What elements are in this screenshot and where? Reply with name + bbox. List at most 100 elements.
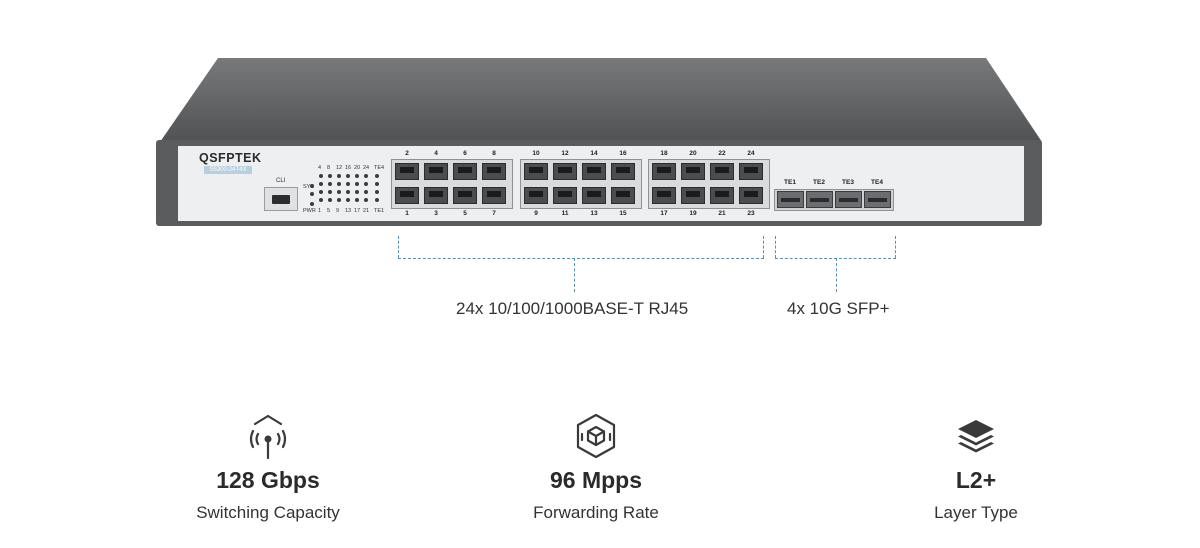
port-number-top: 20 — [689, 150, 697, 157]
port-number-bottom: 7 — [492, 210, 496, 217]
port-number-top: 10 — [532, 150, 540, 157]
rj45-port — [681, 187, 705, 204]
stat-forwarding-rate: 96 Mpps Forwarding Rate — [446, 410, 746, 530]
sfp-port — [777, 191, 804, 208]
rj45-port — [482, 187, 506, 204]
status-led — [355, 182, 359, 186]
led-label-bottom: 17 — [354, 208, 361, 214]
rj45-bracket-left — [398, 236, 399, 258]
status-led — [375, 198, 379, 202]
sfp-bracket-stem — [836, 258, 837, 292]
rj45-port — [453, 163, 477, 180]
stat-switching-capacity: 128 Gbps Switching Capacity — [118, 410, 418, 530]
sfp-port-label: TE2 — [813, 179, 825, 186]
layers-icon — [958, 420, 994, 453]
led-label-top: 24 — [363, 165, 370, 171]
sfp-port-label: TE3 — [842, 179, 854, 186]
rj45-port — [652, 187, 676, 204]
stat-value: L2+ — [955, 467, 997, 493]
led-label-top: 16 — [345, 165, 352, 171]
sfp-port — [864, 191, 891, 208]
status-led — [319, 190, 323, 194]
rj45-port — [582, 163, 606, 180]
status-led — [346, 174, 350, 178]
status-led — [319, 182, 323, 186]
status-led — [346, 182, 350, 186]
port-number-bottom: 15 — [619, 210, 627, 217]
rj45-port — [710, 163, 734, 180]
rj45-port — [553, 163, 577, 180]
status-led — [328, 198, 332, 202]
status-led — [337, 174, 341, 178]
port-number-bottom: 21 — [718, 210, 726, 217]
rj45-port — [710, 187, 734, 204]
led-label-bottom: 9 — [336, 208, 340, 214]
port-number-bottom: 5 — [463, 210, 467, 217]
rj45-port — [739, 163, 763, 180]
led-label-top: 8 — [327, 165, 331, 171]
led-label-bottom: 5 — [327, 208, 331, 214]
status-led — [310, 184, 314, 188]
status-led — [328, 190, 332, 194]
rj45-port — [395, 187, 419, 204]
port-number-top: 2 — [405, 150, 409, 157]
stat-layer-type: L2+ Layer Type — [826, 410, 1126, 530]
port-number-top: 12 — [561, 150, 569, 157]
status-led — [319, 198, 323, 202]
led-label-bottom: TE1 — [374, 208, 385, 214]
status-led — [364, 174, 368, 178]
port-number-top: 14 — [590, 150, 598, 157]
led-label-sys: SYS — [303, 184, 315, 190]
port-number-bottom: 19 — [689, 210, 697, 217]
port-number-bottom: 23 — [747, 210, 755, 217]
port-number-top: 4 — [434, 150, 438, 157]
status-led — [375, 182, 379, 186]
antenna-icon — [249, 414, 287, 460]
rj45-port — [453, 187, 477, 204]
status-led — [375, 190, 379, 194]
stat-label: Forwarding Rate — [533, 503, 659, 522]
rj45-port — [611, 163, 635, 180]
status-led — [328, 182, 332, 186]
stat-label: Layer Type — [934, 503, 1018, 522]
network-cube-icon — [576, 413, 616, 459]
rj45-callout-label: 24x 10/100/1000BASE-T RJ45 — [456, 299, 689, 318]
led-label-top: 12 — [336, 165, 343, 171]
rj45-port — [582, 187, 606, 204]
cli-console-port — [264, 187, 298, 211]
rj45-bracket-stem — [574, 258, 575, 292]
status-led — [364, 198, 368, 202]
sfp-port-label: TE4 — [871, 179, 883, 186]
status-led — [310, 192, 314, 196]
rj45-port — [482, 163, 506, 180]
rj45-port — [395, 163, 419, 180]
stat-value: 128 Gbps — [216, 467, 320, 493]
port-number-bottom: 9 — [534, 210, 538, 217]
status-led — [310, 202, 314, 206]
port-number-top: 22 — [718, 150, 726, 157]
sfp-port — [835, 191, 862, 208]
led-label-pwr: PWR — [303, 208, 316, 214]
cli-label: CLI — [276, 178, 286, 184]
rj45-port — [424, 187, 448, 204]
status-led — [375, 174, 379, 178]
status-led — [355, 174, 359, 178]
brand-logo-text: QSFPTEK — [199, 151, 262, 165]
stat-label: Switching Capacity — [196, 503, 340, 522]
status-led — [328, 174, 332, 178]
led-label-top: 4 — [318, 165, 322, 171]
model-badge: S5300-24T4X — [204, 166, 252, 174]
sfp-port — [806, 191, 833, 208]
led-label-bottom: 1 — [318, 208, 322, 214]
status-led — [337, 190, 341, 194]
port-number-top: 8 — [492, 150, 496, 157]
port-number-bottom: 11 — [561, 210, 569, 217]
status-led — [355, 198, 359, 202]
sfp-port-label: TE1 — [784, 179, 796, 186]
rj45-port — [553, 187, 577, 204]
status-led — [337, 198, 341, 202]
rj45-port — [524, 187, 548, 204]
rj45-port — [524, 163, 548, 180]
status-led — [337, 182, 341, 186]
switch-top-cover — [160, 58, 1042, 142]
